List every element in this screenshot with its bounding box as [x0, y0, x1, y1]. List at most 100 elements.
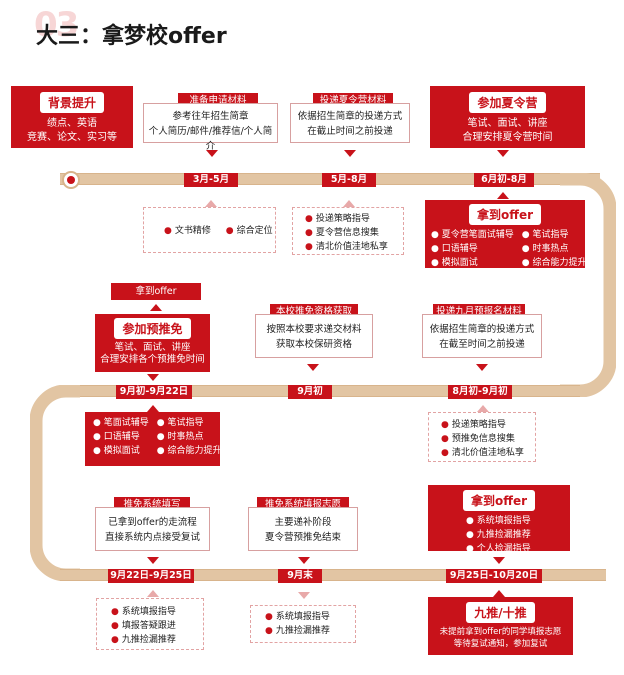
- card-line: 等待复试通知，参加复试: [453, 639, 548, 649]
- list-item: ●投递策略指导: [441, 420, 506, 430]
- card-line: 合理安排各个预推免时间: [100, 354, 205, 365]
- list-item: ● 综合能力提升: [521, 258, 587, 268]
- pointer-arrow: [497, 150, 509, 157]
- info-line: 依据招生简章的投递方式: [297, 111, 403, 122]
- card-line: 合理安排夏令营时间: [462, 132, 553, 143]
- pointer-arrow: [497, 192, 509, 199]
- card-line: 竞赛、论文、实习等: [27, 132, 117, 143]
- list-item: ● 综合能力提升: [156, 446, 222, 456]
- pointer-arrow: [147, 374, 159, 381]
- info-line: 参考往年招生简章: [172, 111, 249, 122]
- pointer-arrow: [493, 590, 505, 597]
- list-item: ● 模拟面试: [93, 446, 140, 456]
- page-title: 大三：拿梦校offer: [36, 24, 227, 49]
- list-item: ● 时事热点: [521, 244, 569, 254]
- info-line: 获取本校保研资格: [275, 339, 352, 350]
- card-title: 背景提升: [39, 92, 104, 113]
- service-list: ●投递策略指导 ●预推免信息搜集 ●清北价值洼地私享: [428, 412, 536, 462]
- time-label: 9月初: [288, 385, 332, 399]
- timeline-start-dot: [62, 171, 80, 189]
- list-item: ● 笔试指导: [521, 230, 569, 240]
- list-item: ● 时事热点: [156, 432, 204, 442]
- time-label: 3月-5月: [184, 173, 238, 187]
- info-line: 直接系统内点接受复试: [104, 532, 200, 543]
- service-list: ●文书精修 ●综合定位: [143, 207, 276, 253]
- list-item: ●系统填报指导: [111, 607, 176, 617]
- list-item: ●清北价值洼地私享: [441, 448, 524, 458]
- list-item: ●填报答疑跟进: [111, 621, 176, 631]
- card-background-improve: 背景提升 绩点、英语 竞赛、论文、实习等: [11, 86, 133, 148]
- road-curve-right: [560, 173, 616, 397]
- info-line: 在截至时间之前投递: [439, 339, 525, 350]
- card-title: 参加预推免: [114, 318, 191, 339]
- time-label: 9月22日-9月25日: [108, 569, 194, 583]
- list-item: ●九推捡漏推荐: [111, 635, 176, 645]
- card-line: 绩点、英语: [47, 118, 97, 129]
- card-pre-recommend-services: ● 笔面试辅导 ● 口语辅导 ● 模拟面试 ● 笔试指导 ● 时事热点 ● 综合…: [85, 412, 222, 466]
- list-item: ● 九推捡漏推荐: [466, 530, 531, 540]
- pointer-arrow: [298, 592, 310, 599]
- service-list: ●系统填报指导 ●填报答疑跟进 ●九推捡漏推荐: [96, 598, 204, 650]
- info-line: 夏令营预推免结束: [264, 532, 341, 543]
- info-line: 在截止时间之前投递: [307, 126, 393, 137]
- list-item: ●九推捡漏推荐: [265, 626, 330, 636]
- pointer-arrow: [344, 150, 356, 157]
- list-item: ●投递策略指导: [305, 214, 370, 224]
- card-title: 拿到offer: [468, 204, 542, 225]
- info-line: 按照本校要求递交材料: [266, 324, 362, 335]
- list-item: ● 笔试指导: [156, 418, 204, 428]
- service-list: ●系统填报指导 ●九推捡漏推荐: [250, 605, 356, 643]
- info-sep-apply: 依据招生简章的投递方式 在截至时间之前投递: [422, 314, 542, 358]
- list-item: ● 模拟面试: [431, 258, 478, 268]
- info-system-volunteer: 主要递补阶段 夏令营预推免结束: [248, 507, 358, 551]
- pointer-arrow: [205, 200, 217, 207]
- time-label: 9月末: [278, 569, 322, 583]
- time-label: 9月25日-10月20日: [446, 569, 542, 583]
- info-line: 个人简历/邮件/推荐信/个人简介: [148, 126, 273, 152]
- pointer-arrow: [298, 557, 310, 564]
- time-label: 9月初-9月22日: [116, 385, 192, 399]
- card-title: 拿到offer: [462, 490, 536, 511]
- card-title: 九推/十推: [466, 602, 535, 623]
- pointer-arrow: [147, 557, 159, 564]
- info-line: 主要递补阶段: [274, 517, 332, 528]
- pointer-arrow: [307, 364, 319, 371]
- pointer-arrow: [147, 405, 159, 412]
- list-item: ● 个人捡漏指导: [466, 544, 531, 554]
- card-offer-final: 拿到offer ● 系统填报指导 ● 九推捡漏推荐 ● 个人捡漏指导: [428, 485, 570, 554]
- info-summer-apply: 依据招生简章的投递方式 在截止时间之前投递: [290, 103, 410, 143]
- info-school-qualification: 按照本校要求递交材料 获取本校保研资格: [255, 314, 373, 358]
- pointer-arrow: [147, 590, 159, 597]
- list-item: ● 笔面试辅导: [93, 418, 149, 428]
- card-offer-small: 拿到offer: [111, 283, 201, 300]
- time-label: 6月初-8月: [474, 173, 534, 187]
- card-line: 笔试、面试、讲座: [114, 342, 191, 353]
- pointer-arrow: [477, 405, 489, 412]
- info-line: 已拿到offer的走流程: [108, 517, 197, 528]
- pointer-arrow: [493, 557, 505, 564]
- card-line: 笔试、面试、讲座: [467, 118, 548, 129]
- info-system-fill: 已拿到offer的走流程 直接系统内点接受复试: [95, 507, 210, 551]
- list-item: ●综合定位: [225, 226, 273, 236]
- card-title: 参加夏令营: [469, 92, 546, 113]
- card-summer-camp: 参加夏令营 笔试、面试、讲座 合理安排夏令营时间: [430, 86, 585, 148]
- card-offer-summer: 拿到offer ● 夏令营笔面试辅导 ● 口语辅导 ● 模拟面试 ● 笔试指导 …: [425, 200, 587, 268]
- card-pre-recommend: 参加预推免 笔试、面试、讲座 合理安排各个预推免时间: [95, 314, 210, 372]
- title-decoration: 03: [34, 5, 79, 45]
- road-curve-left: [30, 385, 80, 581]
- card-nine-ten-recommend: 九推/十推 未提前拿到offer的同学填报志愿 等待复试通知，参加复试: [428, 597, 573, 655]
- card-title: 拿到offer: [135, 286, 177, 297]
- list-item: ●系统填报指导: [265, 612, 330, 622]
- list-item: ●预推免信息搜集: [441, 434, 515, 444]
- info-prepare-materials: 参考往年招生简章 个人简历/邮件/推荐信/个人简介: [143, 103, 278, 152]
- pointer-arrow: [343, 200, 355, 207]
- card-line: 未提前拿到offer的同学填报志愿: [439, 627, 562, 637]
- time-label: 8月初-9月初: [448, 385, 512, 399]
- time-label: 5月-8月: [322, 173, 376, 187]
- pointer-arrow: [476, 364, 488, 371]
- pointer-arrow: [150, 304, 162, 311]
- pointer-arrow: [206, 150, 218, 157]
- list-item: ● 口语辅导: [93, 432, 140, 442]
- list-item: ● 口语辅导: [431, 244, 478, 254]
- list-item: ● 夏令营笔面试辅导: [431, 230, 514, 240]
